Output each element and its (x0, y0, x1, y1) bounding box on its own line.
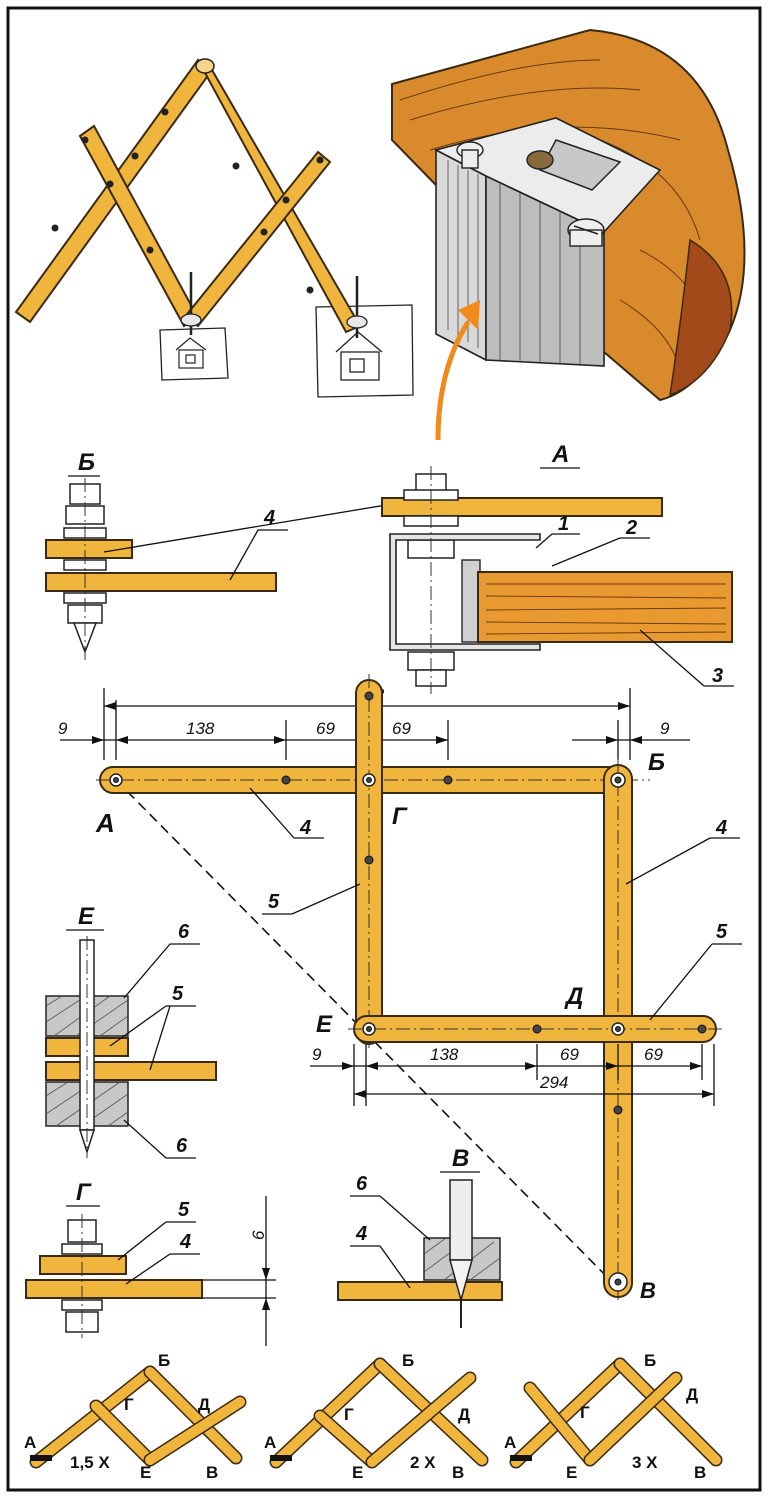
clamp-screw-front (567, 218, 605, 247)
section-e-label: Е (78, 903, 95, 930)
drawing-pencil (346, 276, 368, 338)
mini2-D: Д (458, 1405, 470, 1424)
joint-v: В (640, 1278, 656, 1303)
config-2x: А Б Г Д Е В 2 Х (264, 1351, 489, 1482)
mini1-D: Д (198, 1395, 210, 1414)
mini1-V: В (206, 1463, 218, 1482)
pantograph-arm-holes (51, 108, 324, 294)
dim-138-top: 138 (186, 719, 215, 738)
mini2-G: Г (344, 1405, 354, 1424)
section-a-drawing: А 1 2 3 (381, 441, 734, 694)
mini3-G: Г (580, 1403, 590, 1422)
tracing-pin (180, 272, 202, 335)
section-e-lower-bar (45, 1061, 217, 1081)
dim-69-top-a: 69 (316, 719, 335, 738)
clamp-top-hole (526, 150, 554, 170)
config-1-5x: А Б Г Д Е В 1,5 Х (24, 1351, 247, 1482)
large-paper-sheet (315, 304, 414, 398)
section-b-upper-bar (45, 539, 133, 559)
section-a-tabletop (477, 571, 733, 643)
callout-6-e-top: 6 (178, 921, 190, 943)
clamp-screw-top (456, 141, 484, 169)
mini2-A: А (264, 1433, 276, 1452)
clamp-front-face (435, 148, 487, 362)
scale-label-2: 2 Х (410, 1453, 436, 1472)
dim-69-bottom-b: 69 (644, 1045, 663, 1064)
dim-9-bottom: 9 (312, 1045, 322, 1064)
section-g-lower-bar (25, 1279, 203, 1299)
config-3x: А Б Г Д Е В 3 Х (504, 1351, 723, 1482)
dim-294: 294 (539, 1073, 568, 1092)
dim-9-right: 9 (660, 719, 670, 738)
callout-4-main-top: 4 (299, 817, 311, 839)
callout-1: 1 (558, 513, 569, 535)
scale-label-1: 1,5 Х (70, 1453, 110, 1472)
section-e-drawing: Е 6 5 6 (45, 903, 217, 1159)
mini1-G: Г (124, 1395, 134, 1414)
callout-6-e-bottom: 6 (176, 1135, 188, 1157)
mini1-A: А (24, 1433, 36, 1452)
dim-6: 6 (249, 1230, 268, 1240)
joint-a: А (95, 808, 115, 838)
small-paper-sheet (159, 327, 229, 381)
mini2-V: В (452, 1463, 464, 1482)
callout-2: 2 (625, 517, 637, 539)
section-g-drawing: Г 5 4 6 (25, 1179, 276, 1346)
orange-arrow-head (458, 300, 480, 330)
mini3-V: В (694, 1463, 706, 1482)
section-v-bar (337, 1281, 503, 1301)
top-pivot-knob (195, 58, 215, 74)
callout-6-v: 6 (356, 1173, 368, 1195)
section-a-grain (485, 583, 727, 635)
dim-138-bottom: 138 (430, 1045, 459, 1064)
callout-5-g: 5 (178, 1199, 190, 1221)
main-arm-holes (109, 691, 707, 1292)
small-house-icon (175, 337, 207, 369)
section-a-arm (381, 497, 663, 517)
section-g-label: Г (76, 1179, 92, 1206)
section-v-label: В (452, 1145, 469, 1172)
mini1-E: Е (140, 1463, 151, 1482)
section-g-upper-bar (39, 1255, 127, 1275)
callout-5-main-right: 5 (716, 921, 728, 943)
mini3-B: Б (644, 1351, 656, 1370)
pantograph-in-use-illustration (14, 58, 414, 398)
joint-g: Г (392, 803, 408, 830)
callout-4-section-b: 4 (263, 507, 275, 529)
mini3-A: А (504, 1433, 516, 1452)
mini2-B: Б (402, 1351, 414, 1370)
mini2-E: Е (352, 1463, 363, 1482)
orange-arrow-curve (435, 320, 471, 441)
scale-label-3: 3 Х (632, 1453, 658, 1472)
callout-4-g: 4 (179, 1231, 191, 1253)
callout-4-main-right: 4 (715, 817, 727, 839)
mini3-D: Д (686, 1385, 698, 1404)
joint-b: Б (648, 749, 665, 776)
callout-5-main-left: 5 (268, 891, 280, 913)
callout-3: 3 (712, 665, 723, 687)
section-v-drawing: В 6 4 (337, 1145, 503, 1328)
table-clamp-illustration (391, 28, 746, 402)
mini1-B: Б (158, 1351, 170, 1370)
dim-9-left: 9 (58, 719, 68, 738)
joint-d: Д (564, 983, 583, 1010)
joint-e: Е (316, 1011, 333, 1038)
callout-4-v: 4 (355, 1223, 367, 1245)
section-v-pencil (449, 1179, 473, 1261)
callout-5-e: 5 (172, 983, 184, 1005)
section-b-drawing: Б 4 (45, 449, 393, 660)
table-edge-foam (669, 238, 733, 397)
pantograph-arms (14, 58, 362, 334)
dim-69-top-b: 69 (392, 719, 411, 738)
section-a-label: А (551, 441, 569, 468)
main-pantograph-drawing: 432 9 138 69 69 9 (58, 674, 742, 1304)
dim-69-bottom-a: 69 (560, 1045, 579, 1064)
section-b-lower-bar (45, 572, 277, 592)
section-a-clamp-bracket (389, 533, 541, 651)
clamp-top-face (433, 117, 662, 233)
section-b-label: Б (78, 449, 95, 476)
mini3-E: Е (566, 1463, 577, 1482)
